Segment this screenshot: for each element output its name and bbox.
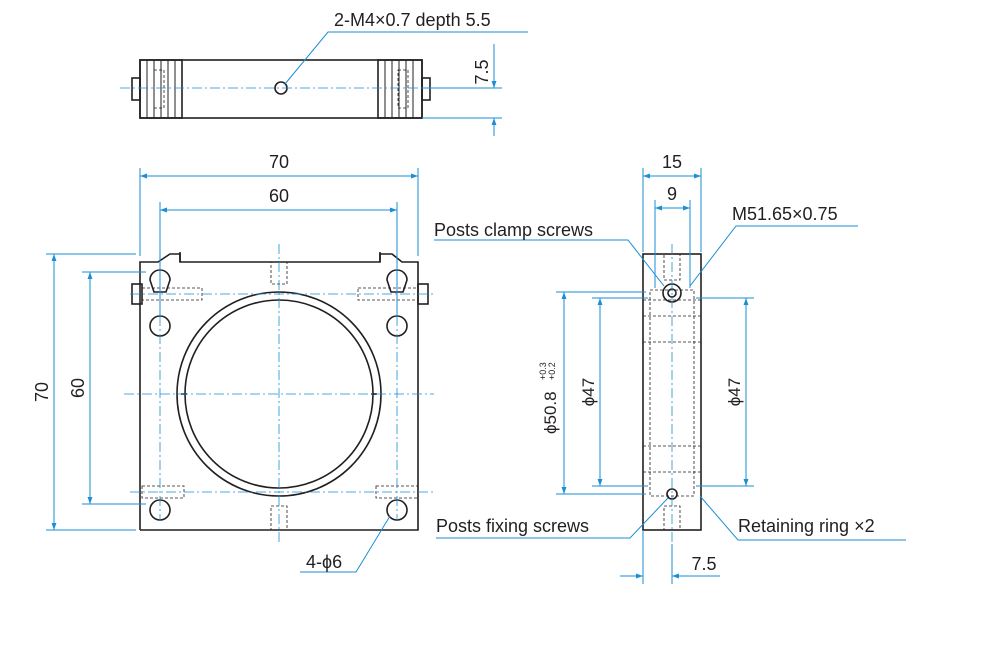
top-thread-label: 2-M4×0.7 depth 5.5 — [334, 10, 491, 30]
side-aperture-tol-upper: +0.3 — [538, 362, 548, 380]
retaining-ring-callout: Retaining ring ×2 — [699, 495, 906, 541]
top-height-label: 7.5 — [472, 59, 492, 84]
top-thread-callout: 2-M4×0.7 depth 5.5 — [284, 10, 528, 85]
front-pitch-width-label: 60 — [269, 186, 289, 206]
front-outer-width-label: 70 — [269, 152, 289, 172]
side-offset-dim: 7.5 — [620, 530, 720, 584]
side-inner-width-dim: 9 — [654, 184, 691, 288]
side-bore-left-dim: ϕ47 — [579, 297, 648, 487]
front-outer-height-label: 70 — [32, 382, 52, 402]
front-view: 70 60 70 60 4-ϕ6 — [32, 152, 434, 573]
side-bore-right-label: ϕ47 — [725, 378, 744, 406]
posts-clamp-callout: Posts clamp screws — [434, 220, 665, 287]
front-pitch-width-dim: 60 — [159, 186, 398, 316]
side-width-dim: 15 — [642, 152, 702, 252]
front-outer-height-dim: 70 — [32, 253, 136, 531]
top-view: 2-M4×0.7 depth 5.5 7.5 — [120, 10, 528, 136]
side-offset-label: 7.5 — [691, 554, 716, 574]
posts-fixing-callout: Posts fixing screws — [436, 497, 669, 539]
front-outer-width-dim: 70 — [139, 152, 419, 256]
side-aperture-label: ϕ50.8 — [541, 391, 560, 434]
posts-fixing-label: Posts fixing screws — [436, 516, 589, 536]
side-width-label: 15 — [662, 152, 682, 172]
front-hole-label: 4-ϕ6 — [306, 552, 342, 572]
front-view-body — [124, 244, 434, 544]
top-height-dimension: 7.5 — [422, 44, 502, 136]
side-aperture-tol-lower: +0.2 — [547, 362, 557, 380]
side-bore-right-dim: ϕ47 — [696, 297, 754, 487]
side-view: 15 9 M51.65×0.75 Posts clamp screws ϕ50.… — [434, 152, 906, 584]
side-aperture-dim: ϕ50.8 +0.3 +0.2 — [538, 291, 646, 495]
front-hole-callout: 4-ϕ6 — [300, 515, 391, 573]
side-bore-left-label: ϕ47 — [579, 378, 598, 406]
side-inner-width-label: 9 — [667, 184, 677, 204]
front-pitch-height-label: 60 — [68, 378, 88, 398]
retaining-ring-label: Retaining ring ×2 — [738, 516, 875, 536]
side-thread-callout: M51.65×0.75 — [689, 204, 858, 287]
side-view-body — [642, 244, 702, 544]
top-view-body — [120, 59, 440, 119]
side-thread-label: M51.65×0.75 — [732, 204, 838, 224]
posts-clamp-label: Posts clamp screws — [434, 220, 593, 240]
front-pitch-height-dim: 60 — [68, 271, 146, 505]
